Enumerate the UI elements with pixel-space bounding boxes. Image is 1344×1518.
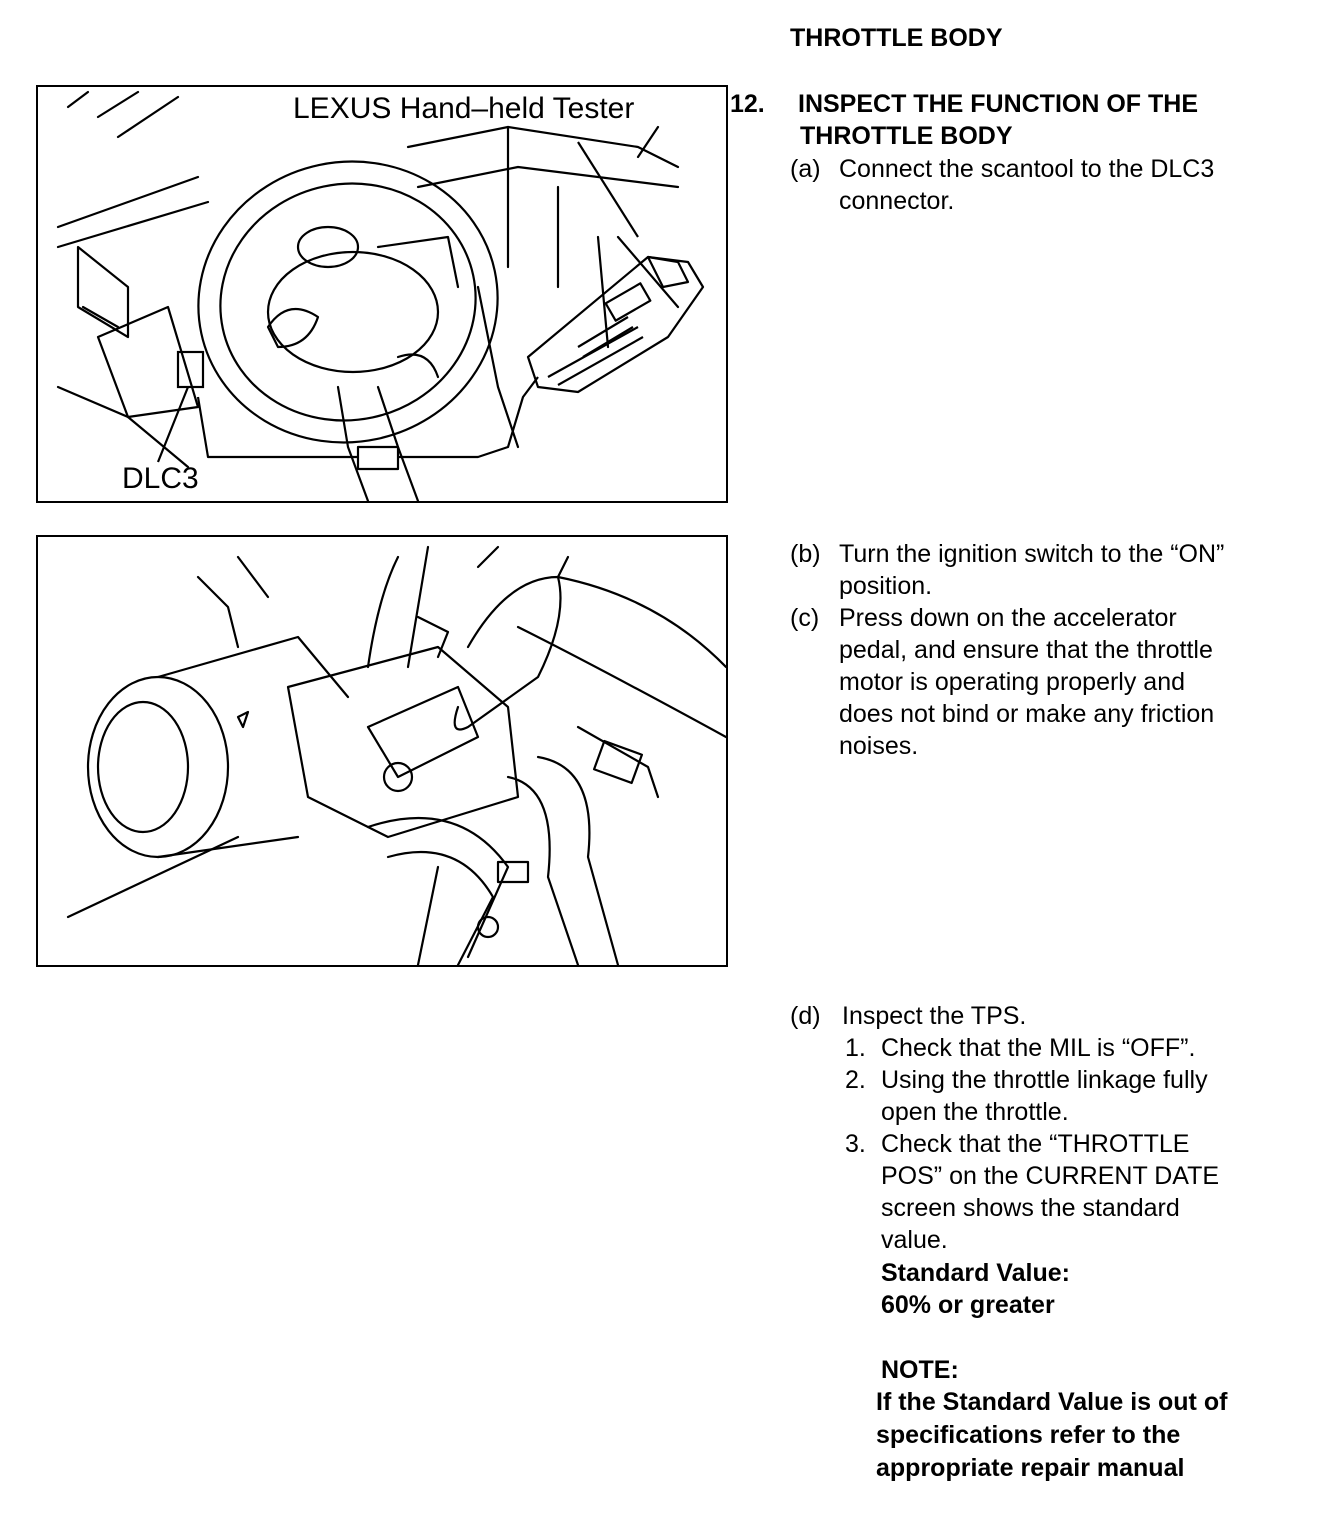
standard-value: 60% or greater: [881, 1291, 1055, 1319]
substep-3-line4: value.: [881, 1226, 948, 1254]
figure1-label-dlc3: DLC3: [122, 462, 199, 495]
step-b-line2: position.: [839, 572, 933, 600]
step-heading-line1: INSPECT THE FUNCTION OF THE: [798, 90, 1198, 118]
step-a-line2: connector.: [839, 187, 955, 215]
substep-2-num: 2.: [845, 1066, 866, 1094]
step-heading-line2: THROTTLE BODY: [800, 122, 1013, 150]
figure-scantool-connection: LEXUS Hand–held Tester DLC3: [36, 85, 728, 503]
hand-icon: [366, 545, 570, 731]
steering-wheel-icon: [56, 90, 680, 501]
note-line1: If the Standard Value is out of: [876, 1388, 1228, 1416]
note-label: NOTE:: [881, 1356, 959, 1384]
substep-3-line1: Check that the “THROTTLE: [881, 1130, 1190, 1158]
step-number: 12.: [730, 90, 765, 118]
step-a-marker: (a): [790, 155, 821, 183]
throttle-body-icon: [66, 555, 726, 965]
substep-3-line2: POS” on the CURRENT DATE: [881, 1162, 1220, 1190]
substep-3-num: 3.: [845, 1130, 866, 1158]
note-line3: appropriate repair manual: [876, 1454, 1185, 1482]
hand-held-tester-icon: [196, 141, 705, 471]
step-c-line5: noises.: [839, 732, 919, 760]
step-c-line1: Press down on the accelerator: [839, 604, 1177, 632]
step-b-line1: Turn the ignition switch to the “ON”: [839, 540, 1225, 568]
standard-value-label: Standard Value:: [881, 1259, 1070, 1287]
step-c-line2: pedal, and ensure that the throttle: [839, 636, 1213, 664]
substep-2-line2: open the throttle.: [881, 1098, 1069, 1126]
figure1-label-tester: LEXUS Hand–held Tester: [293, 92, 635, 125]
step-c-marker: (c): [790, 604, 820, 632]
step-c-line3: motor is operating properly and: [839, 668, 1186, 696]
substep-2-line1: Using the throttle linkage fully: [881, 1066, 1208, 1094]
dlc3-connector-icon: [156, 350, 205, 463]
figure-throttle-body: [36, 535, 728, 967]
substep-1-num: 1.: [845, 1034, 866, 1062]
step-d-marker: (d): [790, 1002, 821, 1030]
step-c-line4: does not bind or make any friction: [839, 700, 1215, 728]
substep-1-line1: Check that the MIL is “OFF”.: [881, 1034, 1196, 1062]
step-b-marker: (b): [790, 540, 821, 568]
step-d-text: Inspect the TPS.: [842, 1002, 1027, 1030]
step-a-line1: Connect the scantool to the DLC3: [839, 155, 1215, 183]
note-line2: specifications refer to the: [876, 1421, 1181, 1449]
section-title: THROTTLE BODY: [790, 24, 1003, 52]
substep-3-line3: screen shows the standard: [881, 1194, 1180, 1222]
